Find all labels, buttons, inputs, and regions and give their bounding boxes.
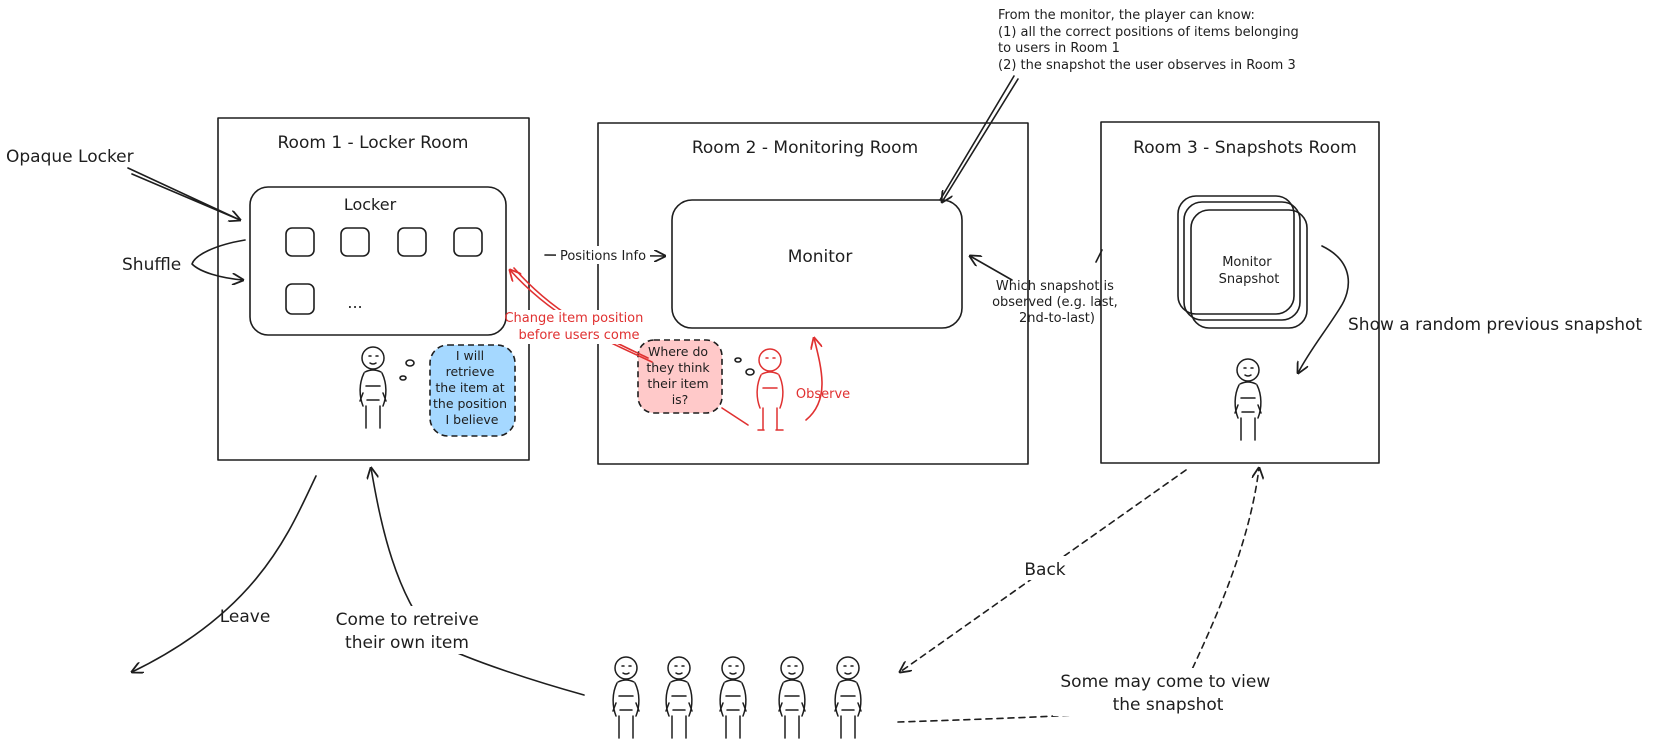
user-figure [612,656,640,739]
change-item-bg [510,310,642,344]
user-figure [834,656,862,739]
come-to-retrieve-arrow [371,468,585,696]
room-3-snapshots-room: Room 3 - Snapshots Room Monitor Snapshot [1100,121,1380,464]
locker-ellipsis: ... [347,293,362,312]
thought-bubble-room-1 [429,344,516,437]
user-figure [778,656,806,739]
thought-dots [734,357,755,376]
come-to-retrieve-label: Come to retreive their own item [336,610,485,653]
back-arrow [900,469,1187,672]
room-1-user-figure [359,346,387,429]
room-2-monitoring-room: Room 2 - Monitoring Room Monitor Where d… [597,122,1029,465]
positions-info-label: Positions Info [560,249,646,264]
room-1-locker-room: Room 1 - Locker Room Locker ... I will r… [217,117,530,461]
positions-info-bg [556,246,650,264]
snapshot-card-back [1177,195,1295,315]
room-1-title: Room 1 - Locker Room [278,133,469,153]
monitor-note-arrow [940,75,1019,202]
observe-label: Observe [796,387,850,402]
thought-dots [399,359,415,381]
some-may-bg [1053,668,1281,716]
leave-arrow [132,475,317,672]
shuffle-label: Shuffle [122,255,181,275]
thought-bubble-room-1-text: I will retrieve the item at the position… [433,348,511,427]
room-3-title: Room 3 - Snapshots Room [1133,138,1357,158]
room-3-frame [1100,121,1380,464]
thought-bubble-room-2 [637,339,723,414]
back-label: Back [1024,560,1065,580]
room-3-connector [1095,249,1103,263]
opaque-locker-label: Opaque Locker [6,147,134,167]
player-figure [756,348,784,431]
room-2-frame [597,122,1029,465]
room-3-user-figure [1234,358,1262,441]
user-figure [719,656,747,739]
room-2-title: Room 2 - Monitoring Room [692,138,918,158]
locker-label: Locker [344,195,397,214]
shuffle-arrow [191,239,246,280]
user-figure [665,656,693,739]
change-item-label: Change item position before users come [504,311,647,343]
monitor-snapshot-label: Monitor Snapshot [1219,255,1280,287]
locker-slot [453,227,483,257]
thought-bubble-room-2-text: Where do they think their item is? [646,344,713,407]
player-to-bubble-line [721,407,749,426]
monitor-snapshot-card [1190,209,1308,329]
monitor-label: Monitor [788,247,853,267]
monitor-note: From the monitor, the player can know: (… [998,8,1303,73]
show-random-snapshot-arrow [1298,245,1350,373]
leave-label: Leave [220,607,271,627]
which-snapshot-label: Which snapshot is observed (e.g. last, 2… [992,279,1122,326]
which-snapshot-arrow [970,256,1013,281]
some-may-label: Some may come to view the snapshot [1060,672,1275,715]
snapshot-card-middle [1183,201,1301,321]
some-may-arrow [1187,468,1259,679]
monitor [671,199,963,329]
locker-slot [285,283,315,315]
back-bg [1017,556,1073,580]
come-to-retrieve-bg [333,606,473,654]
locker-slot [397,227,427,257]
opaque-locker-arrow [127,167,240,220]
observe-arrow [805,338,823,421]
user-group [612,656,862,739]
locker-slot [340,227,370,257]
locker-slot [285,227,315,257]
show-random-snapshot-label: Show a random previous snapshot [1348,315,1642,335]
